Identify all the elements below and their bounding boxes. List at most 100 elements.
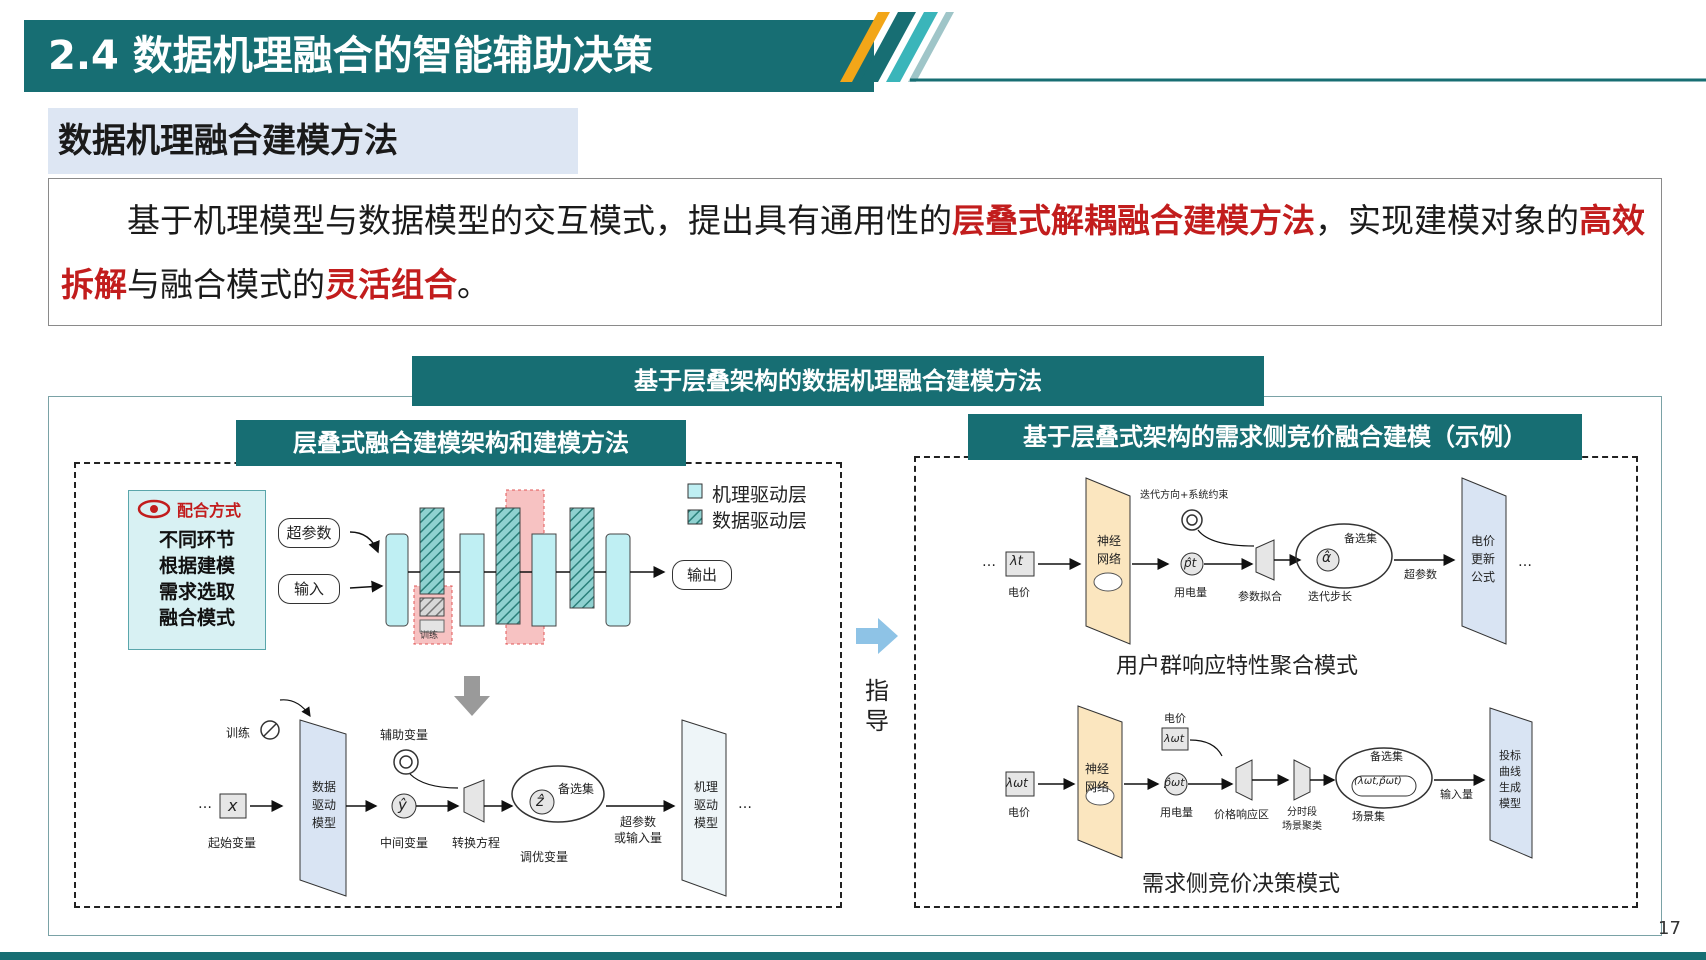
convert-equation-block (463, 779, 485, 823)
bid-line: 曲线 (1499, 765, 1521, 778)
mechanism-model-label: 机理 驱动 模型 (692, 778, 720, 832)
neural-network-block-top (1085, 477, 1131, 645)
price-label-top: 电价 (1008, 586, 1030, 599)
tune-variable-label: 调优变量 (520, 850, 569, 864)
subheading-background (48, 108, 578, 174)
bid-curve-model-block (1489, 707, 1533, 859)
mechanism-layer (459, 533, 485, 627)
hyper-parameter-node: 超参数 (278, 518, 340, 548)
lambda-wt-symbol-2: λωt (1164, 732, 1185, 745)
data-layer (419, 507, 445, 595)
combo-line: 不同环节 (158, 529, 235, 551)
formula-line: 更新 (1470, 552, 1495, 566)
convert-equation-label: 转换方程 (452, 836, 501, 850)
top-mode-caption: 用户群响应特性聚合模式 (1116, 654, 1359, 679)
data-model-line: 模型 (311, 816, 336, 830)
bidding-model-diagram (1005, 477, 1533, 859)
price-label-bottom-2: 电价 (1164, 712, 1186, 725)
data-model-line: 驱动 (311, 798, 336, 812)
power-label-bottom: 用电量 (1160, 806, 1193, 819)
data-layer (495, 507, 521, 625)
p-wt-node (1164, 772, 1188, 796)
cluster-line: 分时段 (1287, 807, 1317, 818)
lambda-wt-box-2 (1161, 727, 1189, 751)
input-node: 输入 (278, 574, 340, 604)
highlight-flexible-combination: 灵活组合 (325, 265, 457, 304)
highlight-stacked-method: 层叠式解耦融合建模方法 (952, 201, 1315, 240)
input-quantity-label: 输入量 (1440, 788, 1473, 801)
combo-description: 不同环节 根据建模 需求选取 融合模式 (137, 527, 257, 631)
scene-cluster-block (1293, 759, 1311, 801)
page-title: 2.4 数据机理融合的智能辅助决策 (48, 33, 653, 79)
price-response-block (1235, 759, 1253, 801)
p-t-symbol: p̂t (1184, 556, 1197, 570)
data-layer (569, 507, 595, 609)
neural-network-block-bottom (1077, 705, 1123, 859)
data-model-label: 数据 驱动 模型 (310, 778, 338, 832)
combo-label: 配合方式 (177, 501, 242, 520)
legend-mechanism-swatch (687, 483, 703, 499)
right-leading-ellipsis: … (982, 554, 996, 570)
formula-line: 公式 (1470, 570, 1495, 584)
inner-block (419, 619, 445, 633)
right-trailing-ellipsis: … (1518, 554, 1532, 570)
left-panel-title: 层叠式融合建模架构和建模方法 (236, 420, 686, 466)
start-variable-box (219, 793, 247, 819)
data-model-line: 数据 (311, 780, 336, 794)
price-response-label: 价格响应区 (1214, 808, 1269, 821)
guide-label: 指 导 (862, 676, 892, 736)
hyper-or-input-line: 或输入量 (614, 831, 663, 845)
output-node: 输出 (672, 560, 732, 590)
description-part-3: 与融合模式的 (127, 265, 325, 304)
price-label-bottom: 电价 (1008, 806, 1030, 819)
candidate-set-ellipse-top (1295, 523, 1393, 589)
stacked-architecture-diagram (219, 483, 727, 897)
lambda-wt-box (1005, 771, 1035, 797)
p-wt-symbol: p̂ωt (1164, 776, 1185, 789)
inner-train-label: 训练 (420, 631, 439, 641)
eye-icon (137, 499, 171, 519)
iteration-icon (1181, 509, 1203, 531)
cluster-line: 场景聚类 (1282, 821, 1322, 832)
description-text: 基于机理模型与数据模型的交互模式，提出具有通用性的层叠式解耦融合建模方法，实现建… (61, 189, 1653, 317)
inner-hatched-block (419, 597, 445, 617)
mechanism-layer (385, 533, 409, 627)
nn-line: 网络 (1096, 552, 1121, 566)
combo-line: 根据建模 (158, 555, 235, 577)
pair-node (1351, 775, 1417, 797)
bottom-bar (0, 952, 1706, 960)
title-bar (24, 20, 874, 92)
mechanism-driven-model-block (681, 719, 727, 897)
highlight-efficient-decompose: 高效拆解 (61, 201, 1645, 304)
legend-data-label: 数据驱动层 (712, 510, 808, 532)
train-icon (260, 720, 280, 740)
train-label: 训练 (226, 726, 251, 740)
start-variable-label: 起始变量 (208, 836, 257, 850)
down-arrow-icon (454, 676, 490, 716)
right-panel-title: 基于层叠式架构的需求侧竞价融合建模（示例） (968, 414, 1582, 460)
left-trailing-ellipsis: … (738, 796, 752, 812)
mechanism-model-line: 模型 (693, 816, 718, 830)
description-part-2: ，实现建模对象的 (1315, 201, 1579, 240)
lambda-t-symbol: λt (1010, 554, 1023, 569)
description-part-1: 基于机理模型与数据模型的交互模式，提出具有通用性的 (127, 201, 952, 240)
guide-char: 指 (865, 677, 889, 705)
power-label-top: 用电量 (1174, 586, 1207, 599)
title-decoration (840, 12, 1706, 82)
diagram-main-title: 基于层叠架构的数据机理融合建模方法 (412, 356, 1264, 406)
param-fit-block (1255, 539, 1275, 581)
p-t-node (1180, 552, 1204, 576)
aux-variable-icon (393, 749, 419, 775)
nn-line: 神经 (1084, 762, 1109, 776)
combo-line: 融合模式 (158, 607, 235, 629)
brain-icon (1085, 786, 1115, 806)
mechanism-model-line: 驱动 (693, 798, 718, 812)
candidate-set-label-bottom: 备选集 (1370, 750, 1403, 763)
pair-symbol: (λωt,p̂ωt) (1354, 776, 1402, 787)
tune-variable-symbol: ẑ (536, 792, 544, 810)
nn-label-top: 神经 网络 (1094, 532, 1124, 568)
price-update-formula-label: 电价 更新 公式 (1468, 532, 1498, 586)
candidate-set-ellipse-bottom (1335, 747, 1433, 809)
candidate-set-label: 备选集 (558, 782, 595, 796)
bottom-mode-caption: 需求侧竞价决策模式 (1142, 872, 1341, 897)
